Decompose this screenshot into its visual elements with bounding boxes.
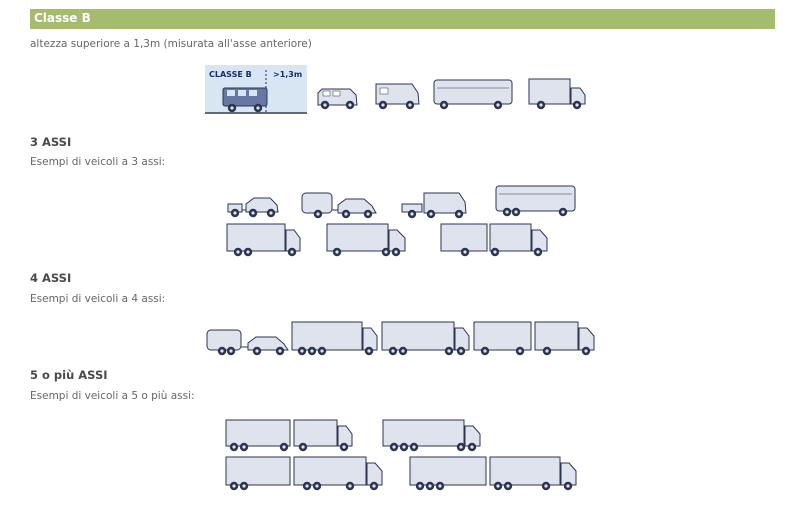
height-label: >1,3m xyxy=(273,70,302,79)
class-description: altezza superiore a 1,3m (misurata all'a… xyxy=(30,38,312,50)
class-b-label: CLASSE B xyxy=(209,70,252,79)
class-header: Classe B xyxy=(30,9,775,29)
road-train-6axle-icon xyxy=(225,456,383,491)
camper-icon xyxy=(375,83,420,110)
articulated-truck-5axle-icon xyxy=(382,419,481,452)
section-title-4-axles: 4 ASSI xyxy=(30,271,72,285)
caravan-car-icon xyxy=(301,192,377,219)
road-train-7axle-icon xyxy=(409,456,577,491)
class-title: Classe B xyxy=(34,11,91,25)
section-subtitle-5-axles: Esempi di veicoli a 5 o più assi: xyxy=(30,390,195,402)
truck-3axle-icon xyxy=(226,223,301,257)
road-train-4axle-icon xyxy=(473,321,595,356)
road-train-3axle-icon xyxy=(440,223,548,257)
truck-4axle-icon xyxy=(291,321,378,356)
truck-icon xyxy=(528,78,586,110)
section-subtitle-3-axles: Esempi di veicoli a 3 assi: xyxy=(30,156,166,168)
jeep-icon xyxy=(222,87,268,113)
caravan-car-4axle-icon xyxy=(206,329,289,356)
class-b-badge: CLASSE B >1,3m xyxy=(205,65,307,114)
section-title-3-axles: 3 ASSI xyxy=(30,135,72,149)
bus-3axle-icon xyxy=(495,185,576,217)
articulated-truck-4axle-icon xyxy=(381,321,470,356)
truck-3axle-b-icon xyxy=(326,223,406,257)
road-train-5axle-icon xyxy=(225,419,353,452)
van-icon xyxy=(317,88,358,110)
camper-trailer-icon xyxy=(401,192,467,219)
section-subtitle-4-axles: Esempi di veicoli a 4 assi: xyxy=(30,293,166,305)
bus-icon xyxy=(433,79,513,110)
car-trailer-icon xyxy=(227,197,279,218)
section-title-5-axles: 5 o più ASSI xyxy=(30,368,108,382)
